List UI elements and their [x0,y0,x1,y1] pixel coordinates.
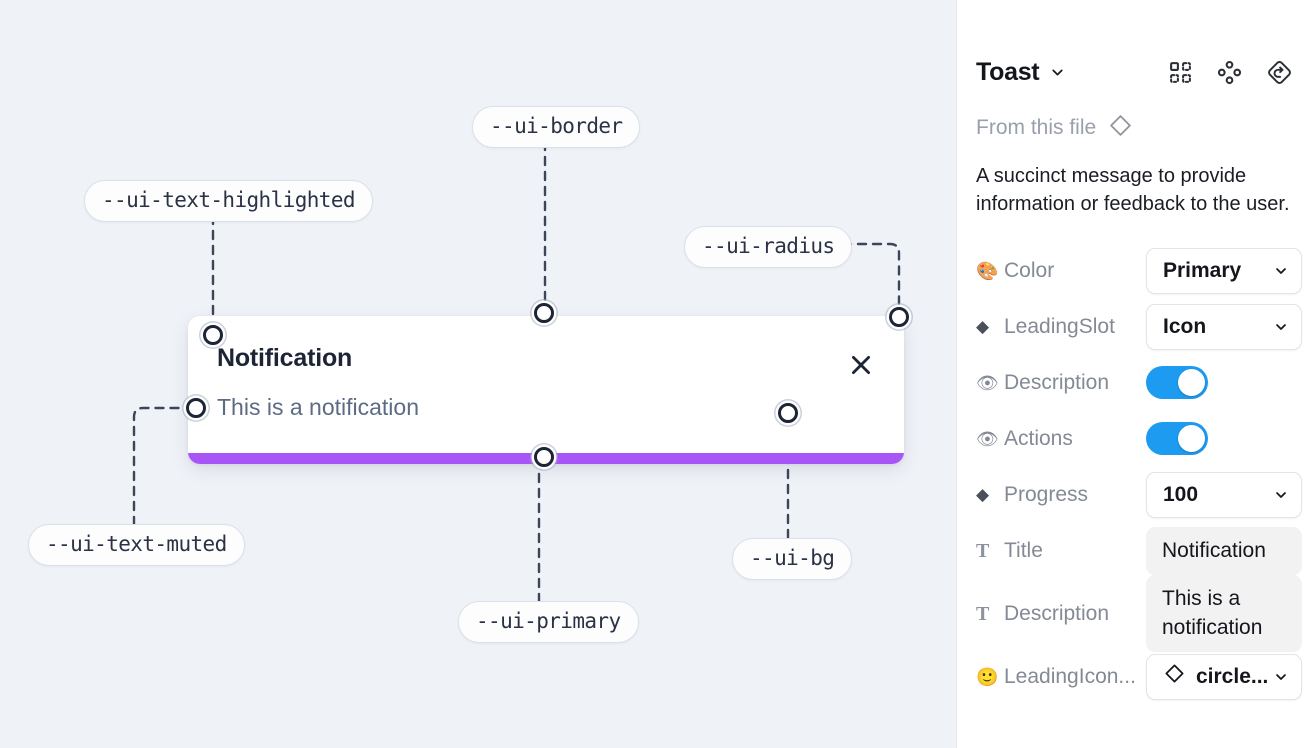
leadingicon-select[interactable]: circle... [1146,653,1302,700]
property-row-color: 🎨 Color Primary [976,243,1302,299]
chevron-down-icon [1273,669,1289,685]
leadingicon-select-value: circle... [1196,664,1267,688]
eye-icon: 👁 [976,428,999,449]
annotation-handle-ui-border[interactable] [534,303,554,323]
property-row-progress: ◆ Progress 100 [976,467,1302,523]
color-select-value: Primary [1163,258,1242,282]
text-icon: T [976,602,990,625]
variants-icon[interactable] [1217,60,1242,85]
panel-header: Toast [976,52,1293,92]
chevron-down-icon [1273,319,1289,335]
property-row-leadingicon: 🙂 LeadingIcon... circle... [976,649,1302,705]
description-toggle[interactable] [1146,366,1208,400]
design-canvas[interactable]: Notification This is a notification --ui… [0,0,956,748]
toast-description: This is a notification [217,394,419,420]
color-select[interactable]: Primary [1146,247,1302,294]
property-name: LeadingIcon... [1004,664,1136,688]
property-label-progress: ◆ Progress [976,483,1146,507]
toggle-knob [1178,369,1205,397]
property-label-title: T Title [976,539,1146,563]
chevron-down-icon [1273,487,1289,503]
property-label-description: 👁 Description [976,371,1146,395]
property-label-leadingslot: ◆ LeadingSlot [976,315,1146,339]
annotation-handle-ui-radius[interactable] [889,307,909,327]
property-name: Progress [1004,482,1089,506]
component-grid-icon[interactable] [1168,60,1193,85]
property-row-title: T Title Notification [976,523,1302,579]
property-label-description-text: T Description [976,602,1146,626]
diamond-icon: ◆ [976,485,990,505]
annotation-handle-ui-bg[interactable] [778,403,798,423]
properties-panel: Toast [956,0,1312,748]
property-row-actions-toggle: 👁 Actions [976,411,1293,467]
chevron-down-icon[interactable] [1049,64,1066,81]
property-label-actions: 👁 Actions [976,427,1146,451]
title-input[interactable]: Notification [1146,526,1302,575]
from-this-file[interactable]: From this file [976,113,1293,143]
toggle-knob [1178,425,1205,453]
property-name: Title [1004,538,1043,562]
panel-title: Toast [976,57,1040,86]
property-row-description-text: T Description This is a notification [976,575,1302,653]
toast-title: Notification [217,344,353,372]
annotation-handle-ui-text-muted[interactable] [186,398,206,418]
annotation-handle-ui-primary[interactable] [534,447,554,467]
smiley-icon: 🙂 [976,666,999,687]
leadingslot-select[interactable]: Icon [1146,303,1302,350]
property-label-color: 🎨 Color [976,259,1146,283]
progress-select[interactable]: 100 [1146,471,1302,518]
chevron-down-icon [1273,263,1289,279]
diamond-icon: ◆ [976,317,990,337]
property-list: 🎨 Color Primary ◆ LeadingSlot [976,243,1302,705]
toast-component-preview[interactable]: Notification This is a notification [188,316,904,464]
annotation-pill-ui-bg[interactable]: --ui-bg [732,538,853,581]
leadingslot-select-value: Icon [1163,314,1207,338]
property-name: Color [1004,258,1055,282]
close-icon[interactable] [848,352,874,378]
property-name: Description [1004,601,1110,625]
property-name: Description [1004,370,1110,394]
annotation-pill-ui-radius[interactable]: --ui-radius [684,226,853,269]
diamond-outline-icon [1163,662,1186,691]
annotation-pill-ui-border[interactable]: --ui-border [472,106,641,149]
annotation-pill-ui-text-muted[interactable]: --ui-text-muted [28,524,245,567]
annotation-handle-ui-text-highlighted[interactable] [203,325,223,345]
property-name: LeadingSlot [1004,314,1115,338]
annotation-pill-ui-text-highlighted[interactable]: --ui-text-highlighted [84,180,373,223]
property-name: Actions [1004,426,1073,450]
diamond-outline-icon [1108,113,1133,143]
component-description: A succinct message to provide informatio… [976,165,1290,216]
property-label-leadingicon: 🙂 LeadingIcon... [976,665,1146,689]
from-this-file-label: From this file [976,116,1097,139]
progress-select-value: 100 [1163,482,1199,506]
actions-toggle[interactable] [1146,422,1208,456]
description-input[interactable]: This is a notification [1146,575,1302,653]
property-row-leadingslot: ◆ LeadingSlot Icon [976,299,1302,355]
text-icon: T [976,539,990,562]
palette-icon: 🎨 [976,260,999,281]
property-row-description-toggle: 👁 Description [976,355,1293,411]
panel-header-actions [1168,59,1293,86]
annotation-pill-ui-primary[interactable]: --ui-primary [458,601,639,644]
eye-icon: 👁 [976,372,999,393]
reset-variant-icon[interactable] [1266,59,1293,86]
